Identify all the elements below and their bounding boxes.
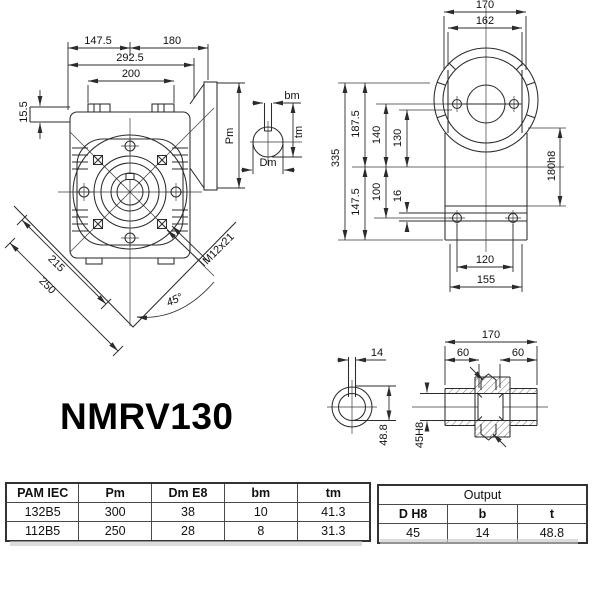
- dim-label-147-5-front: 147.5: [84, 35, 112, 47]
- dim-label-45h8: 45H8: [414, 422, 426, 448]
- dim-label-bm: bm: [284, 90, 299, 102]
- pam-header-dm-e8: Dm E8: [151, 482, 225, 503]
- pam-dimensions-table: PAM IEC Pm Dm E8 bm tm 132B5 300 38 10 4…: [5, 482, 371, 542]
- pam-cell: 300: [78, 502, 153, 522]
- dim-label-60-left: 60: [457, 347, 469, 359]
- output-dimensions-table: Output D H8 b t 45 14 48.8: [377, 484, 588, 544]
- dim-label-140: 140: [371, 126, 383, 144]
- pam-table-row-132b5: 132B5 300 38 10 41.3: [5, 502, 371, 522]
- technical-drawing: 147.5 180 292.5 200 15.5 Pm 215 250 45° …: [4, 0, 566, 448]
- output-table-data-row: 45 14 48.8: [377, 523, 588, 544]
- pam-cell: 132B5: [5, 502, 80, 522]
- pam-cell: 31.3: [296, 521, 371, 542]
- pam-cell: 28: [151, 521, 225, 542]
- print-artifact: [380, 539, 578, 544]
- output-bore-detail-drawing: 14 48.8: [327, 347, 396, 446]
- pam-header-bm: bm: [223, 482, 298, 503]
- dim-label-14: 14: [371, 347, 383, 359]
- output-table-title: Output: [377, 484, 588, 505]
- dim-label-187-5: 187.5: [350, 110, 362, 138]
- output-shaft-section-drawing: 170 60 60 45H8: [412, 329, 548, 448]
- dim-label-335: 335: [330, 149, 342, 167]
- pam-header-pm: Pm: [78, 482, 153, 503]
- dim-label-15-5: 15.5: [18, 101, 30, 122]
- dim-label-147-5-rear: 147.5: [350, 188, 362, 216]
- dim-label-180: 180: [163, 35, 181, 47]
- dim-label-200: 200: [122, 68, 140, 80]
- pam-table-row-112b5: 112B5 250 28 8 31.3: [5, 521, 371, 542]
- dim-label-292-5: 292.5: [116, 52, 144, 64]
- dim-label-130: 130: [392, 129, 404, 147]
- front-view-drawing: 147.5 180 292.5 200 15.5 Pm 215 250 45° …: [4, 35, 245, 357]
- pam-cell: 38: [151, 502, 225, 522]
- pam-table-header-row: PAM IEC Pm Dm E8 bm tm: [5, 482, 371, 503]
- dim-label-pm: Pm: [224, 128, 236, 145]
- dim-label-tm: tm: [293, 126, 305, 138]
- dim-label-180h8: 180h8: [546, 151, 558, 182]
- pam-cell: 112B5: [5, 521, 80, 542]
- model-name-label: NMRV130: [60, 396, 234, 437]
- pam-header-tm: tm: [296, 482, 371, 503]
- rear-view-drawing: 170 162 335 187.5 147.5 140 100 130 16 1…: [330, 0, 566, 292]
- pam-header-pam-iec: PAM IEC: [5, 482, 80, 503]
- dim-label-48-8: 48.8: [378, 424, 390, 445]
- pam-cell: 41.3: [296, 502, 371, 522]
- output-table-header-row: D H8 b t: [377, 504, 588, 524]
- dim-label-60-right: 60: [512, 347, 524, 359]
- output-header-t: t: [516, 504, 588, 524]
- output-header-b: b: [447, 504, 518, 524]
- dim-label-120: 120: [476, 254, 494, 266]
- dim-label-16: 16: [392, 190, 404, 202]
- output-cell: 45: [377, 523, 449, 544]
- dim-label-45deg: 45°: [165, 291, 186, 309]
- pam-cell: 10: [223, 502, 298, 522]
- dim-label-162: 162: [476, 15, 494, 27]
- dim-label-100: 100: [371, 183, 383, 201]
- pam-cell: 8: [223, 521, 298, 542]
- dim-label-170-rear: 170: [476, 0, 494, 11]
- output-table-title-row: Output: [377, 484, 588, 505]
- dim-label-250: 250: [36, 275, 57, 296]
- dim-label-m12x21: M12x21: [201, 231, 237, 267]
- print-artifact: [10, 541, 362, 546]
- dim-label-155: 155: [477, 274, 495, 286]
- input-shaft-detail-drawing: bm tm Dm: [241, 90, 305, 174]
- pam-cell: 250: [78, 521, 153, 542]
- dim-label-dm: Dm: [259, 157, 276, 169]
- output-header-d-h8: D H8: [377, 504, 449, 524]
- dim-label-170-shaft: 170: [482, 329, 500, 341]
